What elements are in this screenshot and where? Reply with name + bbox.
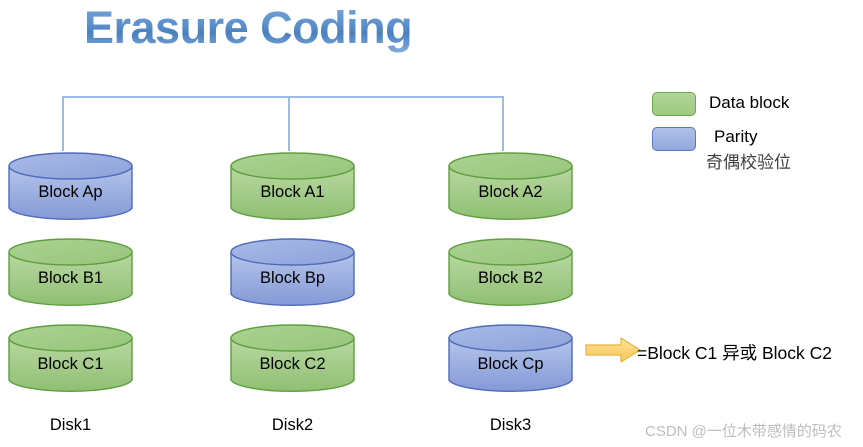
- cylinder-block[interactable]: Block C2: [230, 324, 355, 394]
- cylinder-block[interactable]: Block C1: [8, 324, 133, 394]
- cylinder-label: Block C2: [259, 355, 326, 373]
- bracket-drop-disk1: [62, 96, 64, 151]
- legend-label-parity: Parity: [714, 127, 758, 146]
- bracket-horizontal: [62, 96, 504, 98]
- legend-label-data-block: Data block: [709, 93, 790, 112]
- cylinder-label: Block Ap: [38, 183, 103, 201]
- bracket-drop-disk3: [502, 96, 504, 151]
- disk-label-3: Disk3: [489, 416, 532, 434]
- cylinder-block[interactable]: Block A1: [230, 152, 355, 222]
- legend-swatch-parity: [652, 127, 696, 151]
- cylinder-label: Block B1: [37, 269, 104, 287]
- legend-sublabel-parity: 奇偶校验位: [706, 153, 791, 172]
- disk-label-2: Disk2: [271, 416, 314, 434]
- cylinder-label: Block Cp: [477, 355, 544, 373]
- cylinder-label: Block A2: [478, 183, 543, 201]
- cylinder-block[interactable]: Block A2: [448, 152, 573, 222]
- cylinder-block[interactable]: Block Ap: [8, 152, 133, 222]
- bracket-drop-disk2: [288, 96, 290, 151]
- cylinder-block[interactable]: Block Bp: [230, 238, 355, 308]
- watermark: CSDN @一位木带感情的码农: [645, 423, 842, 440]
- cylinder-block[interactable]: Block B1: [8, 238, 133, 308]
- page-title: Erasure Coding: [84, 2, 413, 53]
- cylinder-block[interactable]: Block B2: [448, 238, 573, 308]
- cylinder-block[interactable]: Block Cp: [448, 324, 573, 394]
- cylinder-label: Block Bp: [259, 269, 326, 287]
- cylinder-label: Block C1: [37, 355, 104, 373]
- right-arrow-icon: [585, 337, 641, 368]
- legend-swatch-data-block: [652, 92, 696, 116]
- disk-label-1: Disk1: [49, 416, 92, 434]
- parity-formula: =Block C1 异或 Block C2: [637, 343, 832, 363]
- cylinder-label: Block B2: [477, 269, 544, 287]
- cylinder-label: Block A1: [260, 183, 325, 201]
